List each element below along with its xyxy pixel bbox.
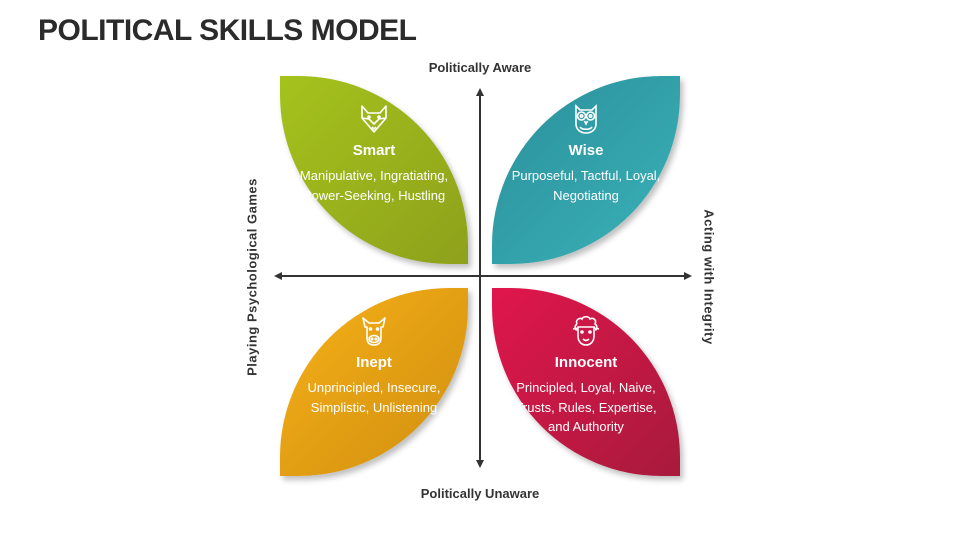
page-title: POLITICAL SKILLS MODEL bbox=[38, 14, 417, 47]
quadrant-description: Manipulative, Ingratiating, Power-Seekin… bbox=[299, 168, 449, 203]
quadrant-description: Principled, Loyal, Naive, Trusts, Rules,… bbox=[515, 380, 657, 434]
fox-icon bbox=[361, 105, 387, 133]
quadrant-name: Wise bbox=[568, 142, 604, 159]
quadrant-name: Smart bbox=[352, 142, 396, 159]
quadrant-description: Purposeful, Tactful, Loyal, Negotiating bbox=[511, 168, 661, 203]
axis-label-left: Playing Psychological Games bbox=[244, 178, 260, 376]
axis-label-right: Acting with Integrity bbox=[701, 209, 717, 345]
sheep-icon bbox=[572, 315, 600, 346]
quadrant-name: Inept bbox=[356, 354, 392, 371]
axis-label-bottom: Politically Unaware bbox=[420, 486, 540, 501]
donkey-icon bbox=[362, 317, 386, 346]
quadrant-description: Unprincipled, Insecure, Simplistic, Unli… bbox=[307, 380, 441, 415]
owl-icon bbox=[575, 104, 597, 134]
quadrant-name: Innocent bbox=[554, 354, 618, 371]
axis-label-top: Politically Aware bbox=[428, 60, 532, 75]
